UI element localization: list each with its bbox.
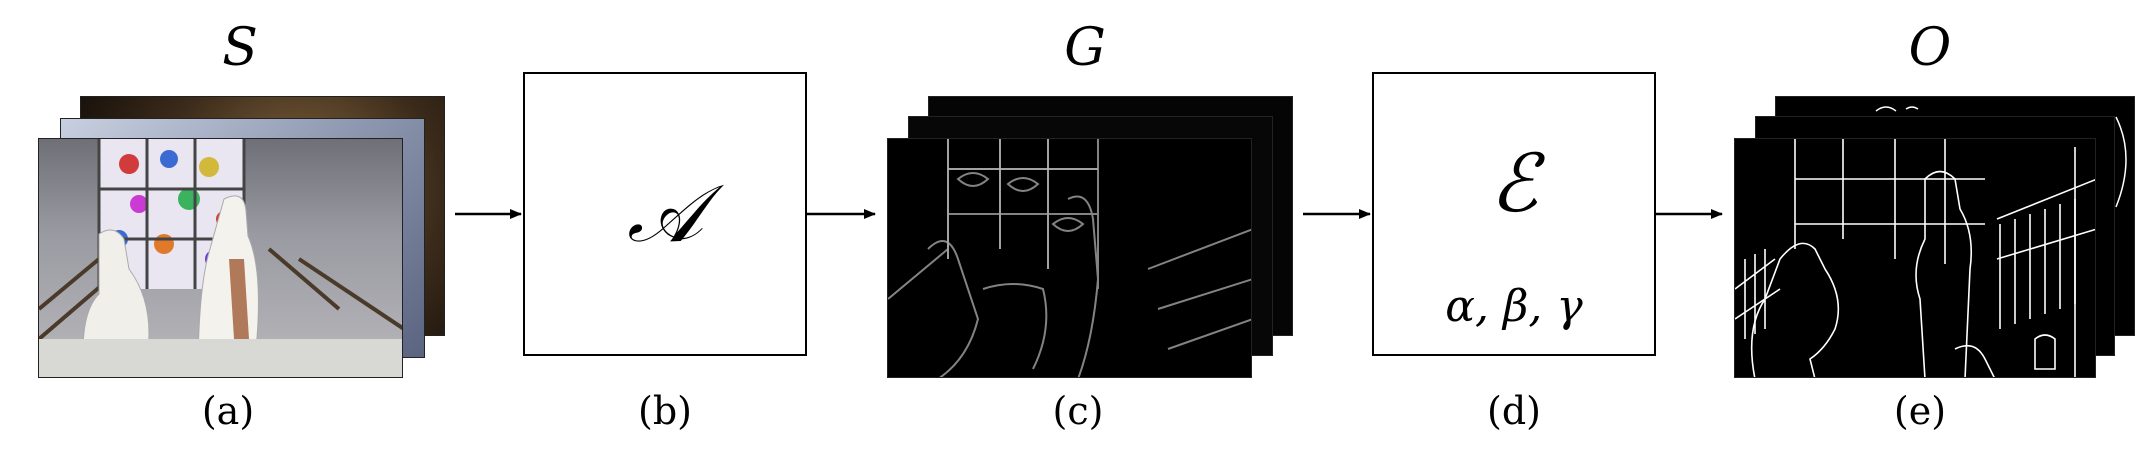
caption-b: (b) (638, 389, 692, 433)
box-a-symbol: 𝒜 (627, 167, 703, 260)
caption-c: (c) (1052, 389, 1104, 433)
box-e-parameters: α, β, γ (1445, 281, 1583, 332)
box-e-symbol: ℰ (1489, 137, 1539, 230)
label-o: O (1908, 18, 1952, 78)
gradient-map-front (887, 138, 1252, 378)
process-box-e: ℰ α, β, γ (1372, 72, 1656, 356)
input-image-front (38, 138, 403, 378)
label-s: S (222, 18, 258, 78)
gradient-edges-illustration (888, 139, 1251, 377)
output-back-contours (1875, 106, 2127, 208)
statue-scene-illustration (39, 139, 402, 377)
process-box-a: 𝒜 (523, 72, 807, 356)
caption-a: (a) (201, 389, 255, 433)
label-g: G (1064, 18, 1106, 78)
caption-e: (e) (1893, 389, 1947, 433)
output-contour-front (1734, 138, 2096, 378)
output-contours-illustration (1735, 139, 2095, 377)
caption-d: (d) (1487, 389, 1541, 433)
